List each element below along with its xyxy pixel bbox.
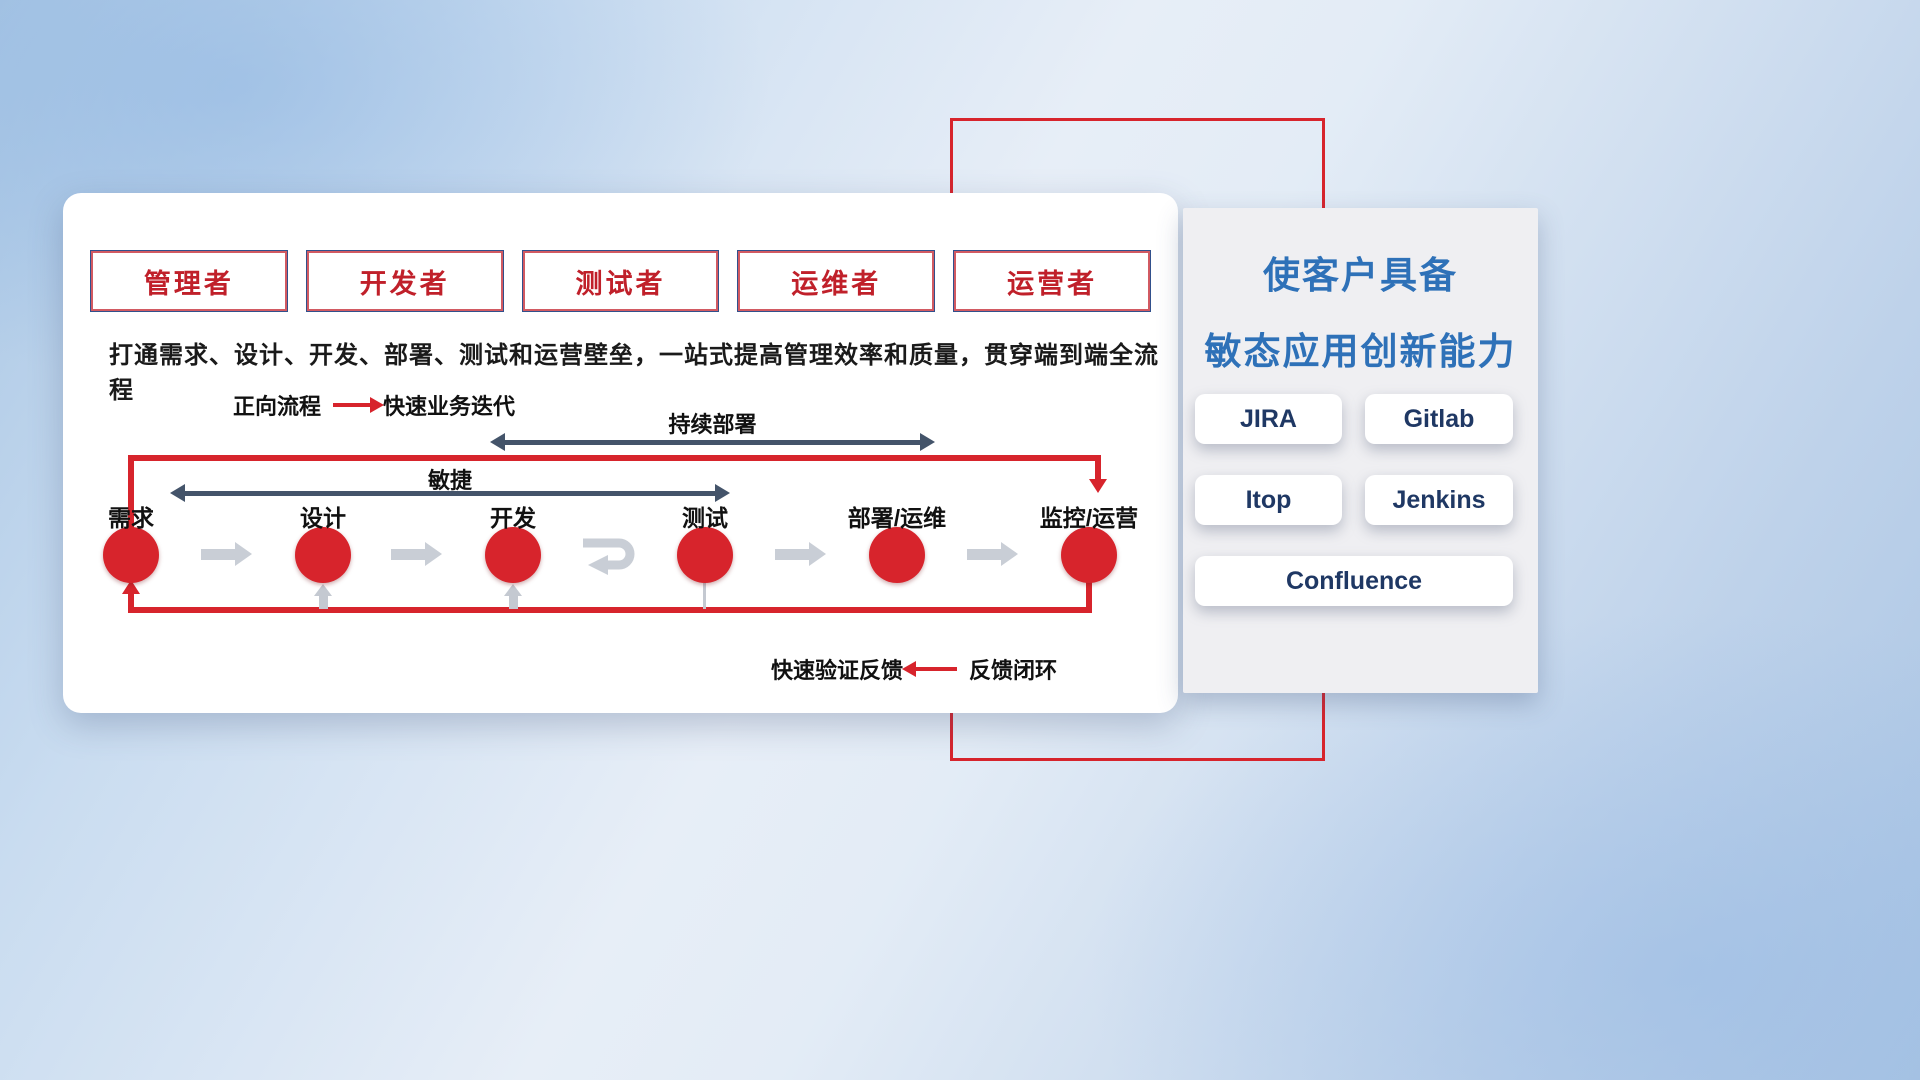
node-label-design: 设计: [300, 505, 346, 531]
loop-bottom-line: [128, 607, 1092, 613]
role-label-operator: 运营者: [1007, 268, 1098, 299]
role-box-ops: 运维者: [737, 250, 936, 312]
role-box-manager: 管理者: [90, 250, 288, 312]
right-arrow-icon: [333, 397, 385, 413]
tool-chip-gitlab: Gitlab: [1365, 394, 1513, 444]
node-circle-test: [677, 527, 733, 583]
tool-chip-itop: Itop: [1195, 475, 1342, 525]
tool-chip-jenkins: Jenkins: [1365, 475, 1513, 525]
left-arrow-icon: [902, 661, 958, 677]
loop-left-line: [128, 455, 134, 531]
flow-arrow-3-icon: [775, 542, 826, 566]
role-label-ops: 运维者: [791, 268, 882, 299]
flow-arrow-4-icon: [967, 542, 1018, 566]
iteration-loop-icon: [579, 531, 639, 582]
loop-up-arrowhead-icon: [122, 580, 140, 594]
node-label-develop: 开发: [490, 505, 536, 531]
node-circle-deploy-ops: [869, 527, 925, 583]
node-circle-monitor-operate: [1061, 527, 1117, 583]
agile-label: 敏捷: [427, 468, 472, 493]
legend-feedback-label: 快速验证反馈: [771, 658, 904, 683]
continuous-deploy-label: 持续部署: [668, 412, 757, 437]
legend-forward-value: 快速业务迭代: [383, 394, 516, 419]
roles-row: 管理者 开发者 测试者 运维者 运营者: [90, 250, 1151, 312]
flow-arrow-1-icon: [201, 542, 252, 566]
legend-feedback-value: 反馈闭环: [969, 658, 1058, 683]
node-label-deploy-ops: 部署/运维: [847, 505, 947, 531]
feedback-up-arrow-develop: [509, 595, 518, 609]
devops-flow-card: 管理者 开发者 测试者 运维者 运营者 打通需求、设计、开发、部署、测试和运营壁…: [63, 193, 1178, 713]
role-box-operator: 运营者: [953, 250, 1151, 312]
node-circle-develop: [485, 527, 541, 583]
legend-feedback: 快速验证反馈 反馈闭环: [771, 653, 1057, 685]
node-requirements: 需求: [51, 499, 211, 583]
loop-top-line: [128, 455, 1101, 461]
panel-title-line1: 使客户具备: [1263, 255, 1458, 296]
description-text: 打通需求、设计、开发、部署、测试和运营壁垒，一站式提高管理效率和质量，贯穿端到端…: [109, 342, 1159, 404]
node-deploy-ops: 部署/运维: [817, 499, 977, 583]
loop-down-arrowhead-icon: [1089, 479, 1107, 493]
panel-title-line2: 敏态应用创新能力: [1204, 331, 1517, 372]
tool-chip-jira: JIRA: [1195, 394, 1342, 444]
feedback-up-arrow-design: [319, 595, 328, 609]
node-circle-requirements: [103, 527, 159, 583]
legend-forward: 正向流程 快速业务迭代: [233, 389, 515, 421]
node-monitor-operate: 监控/运营: [1009, 499, 1169, 583]
test-feedback-connector: [703, 583, 706, 609]
node-circle-design: [295, 527, 351, 583]
role-label-manager: 管理者: [143, 268, 234, 299]
role-label-developer: 开发者: [359, 268, 450, 299]
role-label-tester: 测试者: [575, 268, 666, 299]
panel-title: 使客户具备 敏态应用创新能力: [1183, 238, 1538, 390]
loop-bottom-left-line: [128, 593, 134, 609]
agile-range-arrow: [170, 484, 730, 502]
tool-chip-confluence: Confluence: [1195, 556, 1513, 606]
loop-right-line: [1095, 455, 1101, 481]
node-label-test: 测试: [682, 505, 728, 531]
role-box-tester: 测试者: [521, 250, 720, 312]
feedback-up-arrowhead-develop-icon: [504, 584, 522, 596]
node-design: 设计: [243, 499, 403, 583]
flow-arrow-2-icon: [391, 542, 442, 566]
feedback-up-arrowhead-design-icon: [314, 584, 332, 596]
role-box-developer: 开发者: [305, 250, 504, 312]
loop-bottom-right-line: [1086, 581, 1092, 609]
node-test: 测试: [625, 499, 785, 583]
continuous-deploy-range-arrow: [490, 433, 935, 451]
node-label-monitor-operate: 监控/运营: [1039, 505, 1139, 531]
node-label-requirements: 需求: [108, 505, 154, 531]
capability-panel: 使客户具备 敏态应用创新能力 JIRA Gitlab Itop Jenkins …: [1183, 208, 1538, 693]
node-develop: 开发: [433, 499, 593, 583]
legend-forward-label: 正向流程: [233, 394, 322, 419]
